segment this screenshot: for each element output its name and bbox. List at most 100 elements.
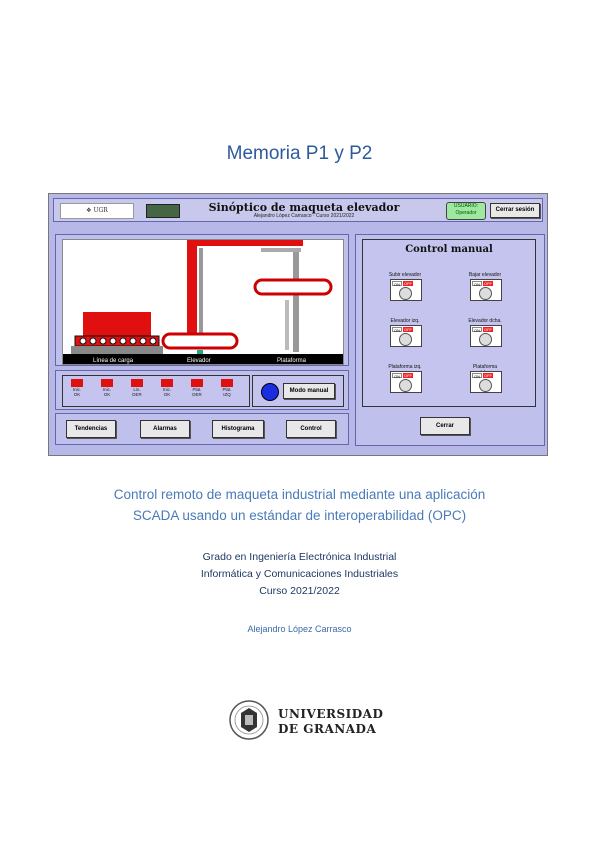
switch-body: ON OFF [390,279,422,301]
rotary-knob-icon [479,379,492,392]
switch-elevator-left[interactable]: Elevador izq. ON OFF [387,318,423,347]
status-lamp: Lin. DER [131,379,147,397]
control-button[interactable]: Control [286,420,336,438]
subtitle-line-2: SCADA usando un estándar de interoperabi… [132,508,467,523]
switch-on-label: ON [472,327,482,333]
platform-label: Plataforma [277,358,307,364]
switch-off-label: OFF [483,373,493,378]
switch-on-label: ON [472,281,482,287]
lamp-indicator [71,379,83,387]
user-badge: USUARIO: Operador [446,202,486,220]
status-lamp: Inic. OK [71,379,87,397]
lamp-label: Inic. [72,387,82,392]
lamp-label: DER [132,392,142,397]
switch-label: Subir elevador [388,272,422,278]
scada-subtitle: Alejandro López Carrasco · Curso 2021/20… [253,213,355,219]
lamp-label: IZQ [223,392,231,397]
switch-label: Elevador izq. [390,318,420,324]
subtitle-line-1: Control remoto de maqueta industrial med… [113,487,486,502]
status-lamp: Inic. OK [161,379,177,397]
control-manual-box: Control manual Subir elevador ON OFF Baj… [362,239,536,407]
manual-mode-box: Modo manual [252,375,344,407]
lamps-box: Inic. OK Inic. OK Lin. DER Inic. OK Plat… [62,375,250,407]
nav-panel: Tendencias Alarmas Histograma Control [55,413,349,445]
lamp-indicator [221,379,233,387]
university-name: UNIVERSIDAD DE GRANADA [278,707,383,737]
switch-on-label: ON [392,373,402,379]
switch-on-label: ON [392,281,402,287]
switch-platform-left[interactable]: Plataforma izq. ON OFF [387,364,423,393]
rotary-knob-icon [479,333,492,346]
lamp-label: Inic. [162,387,172,392]
lamp-label: OK [163,392,171,397]
elevator-conveyor [161,332,239,350]
led-display [146,204,180,218]
close-session-button[interactable]: Cerrar sesión [490,203,540,218]
status-lamp: Inic. OK [101,379,117,397]
scada-title: Sinóptico de maqueta elevador [208,201,400,214]
lamp-indicator [101,379,113,387]
lamp-label: Lin. [133,387,141,392]
plant-panel: Línea de carga Elevador Plataforma [55,234,349,366]
rotary-knob-icon [479,287,492,300]
switch-body: ON OFF [470,325,502,347]
course: Informática y Comunicaciones Industriale… [200,568,399,580]
lamp-label: OK [73,392,81,397]
author: Alejandro López Carrasco [247,624,352,634]
close-control-button[interactable]: Cerrar [420,417,470,435]
status-lamp: Plat. DER [191,379,207,397]
switch-raise-elevator[interactable]: Subir elevador ON OFF [387,272,423,301]
switch-off-label: OFF [403,281,413,286]
switch-body: ON OFF [470,279,502,301]
red-crate [83,312,151,338]
switch-label: Elevador dcha. [468,318,502,324]
switch-lower-elevator[interactable]: Bajar elevador ON OFF [467,272,503,301]
switch-body: ON OFF [390,371,422,393]
control-manual-panel: Control manual Subir elevador ON OFF Baj… [355,234,545,446]
loading-line-label: Línea de carga [93,358,134,364]
document-title: Memoria P1 y P2 [226,143,373,164]
manual-mode-indicator-icon [261,383,279,401]
user-badge-value: Operador [455,210,477,216]
user-badge-label: USUARIO: [453,203,479,209]
switch-off-label: OFF [483,327,493,332]
histogram-button[interactable]: Histograma [212,420,264,438]
lamp-indicator [161,379,173,387]
lamp-label: Inic. [102,387,112,392]
platform-conveyor [253,278,333,296]
university-logo: UNIVERSIDAD DE GRANADA [226,699,383,741]
alarms-button[interactable]: Alarmas [140,420,190,438]
switch-body: ON OFF [470,371,502,393]
lamp-label: Plat. [222,387,232,392]
lamp-label: OK [103,392,111,397]
plant-synoptic: Línea de carga Elevador Plataforma [62,239,344,365]
switch-off-label: OFF [403,327,413,332]
status-lamp: Plat. IZQ [221,379,237,397]
lamp-indicator [191,379,203,387]
control-manual-title: Control manual [405,244,493,255]
lamp-indicator [131,379,143,387]
lamp-label: Plat. [192,387,202,392]
rotary-knob-icon [399,287,412,300]
manual-mode-button[interactable]: Modo manual [283,383,335,399]
status-panel: Inic. OK Inic. OK Lin. DER Inic. OK Plat… [55,370,349,410]
switch-off-label: OFF [403,373,413,378]
switch-label: Plataforma izq. [388,364,422,370]
rotary-knob-icon [399,379,412,392]
degree: Grado en Ingeniería Electrónica Industri… [202,551,397,563]
switch-label: Bajar elevador [468,272,502,278]
switch-elevator-right[interactable]: Elevador dcha. ON OFF [467,318,503,347]
university-seal-icon [229,700,269,740]
elevator-label: Elevador [187,358,211,364]
university-name-line2: DE GRANADA [278,722,377,736]
scada-header: ❖ UGR Sinóptico de maqueta elevador Alej… [53,198,543,222]
elevator-column [187,240,197,336]
trends-button[interactable]: Tendencias [66,420,116,438]
scada-screenshot: ❖ UGR Sinóptico de maqueta elevador Alej… [48,193,548,456]
academic-year: Curso 2021/2022 [259,585,340,597]
lamp-label: DER [192,392,202,397]
switch-on-label: ON [392,327,402,333]
university-name-line1: UNIVERSIDAD [278,707,384,721]
plant-drawing: Línea de carga Elevador Plataforma [63,240,343,364]
switch-platform-right[interactable]: Plataforma dcha. ON OFF [467,364,503,393]
